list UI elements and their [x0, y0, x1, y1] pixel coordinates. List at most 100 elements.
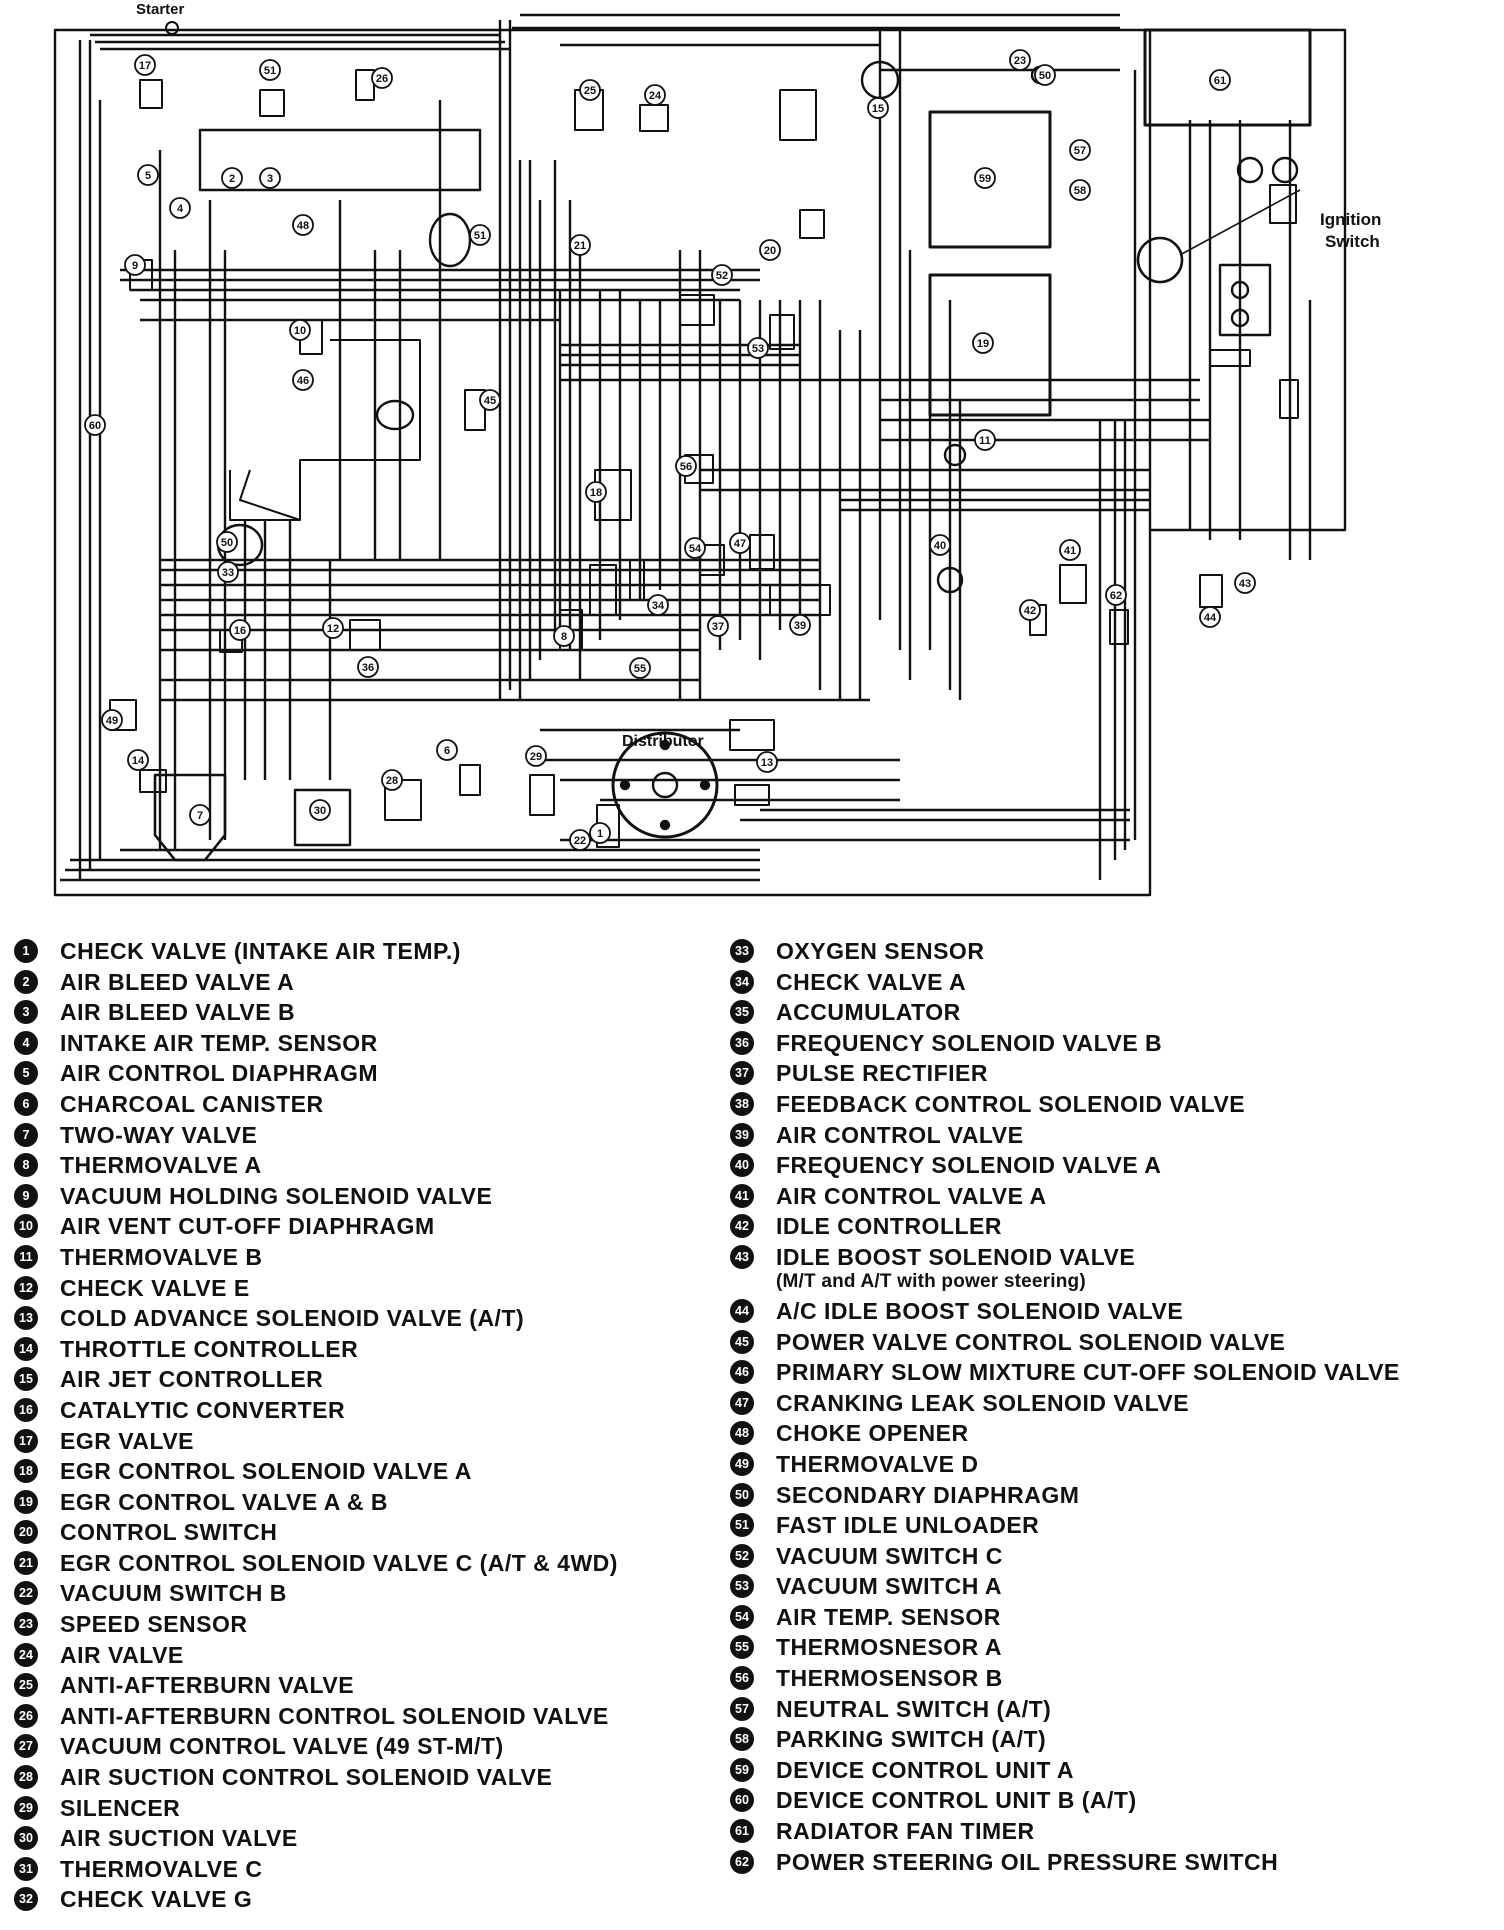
- component-ref: 42: [1019, 599, 1041, 621]
- component-ref: 45: [479, 389, 501, 411]
- legend-number: 52: [730, 1543, 754, 1568]
- component-ref-number: 52: [716, 270, 728, 282]
- legend-label-text: AIR CONTROL DIAPHRAGM: [60, 1060, 379, 1087]
- legend-number: 10: [14, 1214, 38, 1239]
- legend-label-text: NEUTRAL SWITCH (A/T): [776, 1695, 1052, 1722]
- legend-label-text: FREQUENCY SOLENOID VALVE A: [776, 1152, 1162, 1179]
- legend-label-text: AIR VENT CUT-OFF DIAPHRAGM: [60, 1213, 435, 1240]
- component-ref-number: 1: [597, 828, 603, 840]
- component-ref: 53: [747, 337, 769, 359]
- component-ref: 5: [137, 164, 159, 186]
- component-ref: 50: [216, 531, 238, 553]
- component-ref-number: 28: [386, 775, 398, 787]
- component-ref-number: 61: [1214, 75, 1226, 87]
- hose-bundle-bottom: [60, 808, 1130, 882]
- legend-label: CONTROL SWITCH: [60, 1518, 277, 1546]
- component-ref: 41: [1059, 539, 1081, 561]
- legend-number: 8: [14, 1153, 38, 1178]
- legend-label: COLD ADVANCE SOLENOID VALVE (A/T): [60, 1304, 524, 1332]
- component-ref: 37: [707, 615, 729, 637]
- component-ref: 11: [974, 429, 996, 451]
- component-ref: 30: [309, 799, 331, 821]
- legend-label: IDLE CONTROLLER: [776, 1212, 1002, 1240]
- component-ref-number: 21: [574, 240, 586, 252]
- component-ref: 12: [322, 617, 344, 639]
- legend-item: 62 POWER STEERING OIL PRESSURE SWITCH: [730, 1848, 1400, 1879]
- component-ref: 43: [1234, 572, 1256, 594]
- legend-item: 8 THERMOVALVE A: [14, 1151, 618, 1182]
- component-ref: 50: [1034, 64, 1056, 86]
- legend-label-text: AIR SUCTION VALVE: [60, 1825, 298, 1852]
- component-ref-number: 56: [680, 461, 692, 473]
- legend-number: 19: [14, 1489, 38, 1514]
- component-ref: 14: [127, 749, 149, 771]
- component-ref: 61: [1209, 69, 1231, 91]
- legend-number: 60: [730, 1788, 754, 1813]
- legend-number: 35: [730, 1000, 754, 1025]
- component-ref: 24: [644, 84, 666, 106]
- legend-label-text: IDLE BOOST SOLENOID VALVE: [776, 1243, 1136, 1270]
- component-ref: 33: [217, 561, 239, 583]
- legend-label-text: AIR VALVE: [60, 1641, 184, 1668]
- legend-label-text: THERMOVALVE A: [60, 1152, 262, 1179]
- legend-label-text: DEVICE CONTROL UNIT B (A/T): [776, 1787, 1137, 1814]
- legend-number: 57: [730, 1696, 754, 1721]
- component-ref: 49: [101, 709, 123, 731]
- legend-label-text: PRIMARY SLOW MIXTURE CUT-OFF SOLENOID VA…: [776, 1359, 1400, 1386]
- component-ref: 6: [436, 739, 458, 761]
- component-ref: 46: [292, 369, 314, 391]
- legend-label: AIR VENT CUT-OFF DIAPHRAGM: [60, 1212, 435, 1240]
- legend-label-text: A/C IDLE BOOST SOLENOID VALVE: [776, 1297, 1184, 1324]
- component-ref: 56: [675, 455, 697, 477]
- legend-label: DEVICE CONTROL UNIT A: [776, 1756, 1074, 1784]
- component-ref: 36: [357, 656, 379, 678]
- legend-label: AIR SUCTION VALVE: [60, 1824, 298, 1852]
- legend-label-text: POWER STEERING OIL PRESSURE SWITCH: [776, 1848, 1279, 1875]
- component-ref: 34: [647, 594, 669, 616]
- legend-number: 62: [730, 1849, 754, 1874]
- component-ref-number: 51: [264, 65, 276, 77]
- component-ref: 51: [469, 224, 491, 246]
- legend-label-text: COLD ADVANCE SOLENOID VALVE (A/T): [60, 1305, 525, 1332]
- legend-number: 20: [14, 1520, 38, 1545]
- component-ref-number: 23: [1014, 55, 1026, 67]
- legend-label: DEVICE CONTROL UNIT B (A/T): [776, 1786, 1137, 1814]
- legend-number: 28: [14, 1765, 38, 1790]
- component-ref-number: 58: [1074, 185, 1086, 197]
- legend-number: 53: [730, 1574, 754, 1599]
- component-ref-number: 33: [222, 567, 234, 579]
- legend-number: 17: [14, 1428, 38, 1453]
- legend-label: FREQUENCY SOLENOID VALVE B: [776, 1029, 1162, 1057]
- component-ref-number: 62: [1110, 590, 1122, 602]
- legend-label-text: VACUUM SWITCH B: [60, 1580, 287, 1607]
- component-ref: 26: [371, 67, 393, 89]
- component-ref-number: 4: [177, 203, 184, 215]
- legend-number: 41: [730, 1183, 754, 1208]
- component-ref: 59: [974, 167, 996, 189]
- distributor-label: Distributor: [622, 733, 704, 750]
- legend-label-text: POWER VALVE CONTROL SOLENOID VALVE: [776, 1328, 1286, 1355]
- legend-label-text: INTAKE AIR TEMP. SENSOR: [60, 1029, 378, 1056]
- legend-label-text: THERMOVALVE C: [60, 1855, 263, 1882]
- component-ref-number: 34: [652, 600, 665, 612]
- component-ref-number: 25: [584, 85, 596, 97]
- component-ref-number: 5: [145, 170, 151, 182]
- component-ref-number: 51: [474, 230, 486, 242]
- component-ref: 48: [292, 214, 314, 236]
- legend-label-text: CATALYTIC CONVERTER: [60, 1396, 346, 1423]
- legend-label: FAST IDLE UNLOADER: [776, 1511, 1039, 1539]
- component-ref: 25: [579, 79, 601, 101]
